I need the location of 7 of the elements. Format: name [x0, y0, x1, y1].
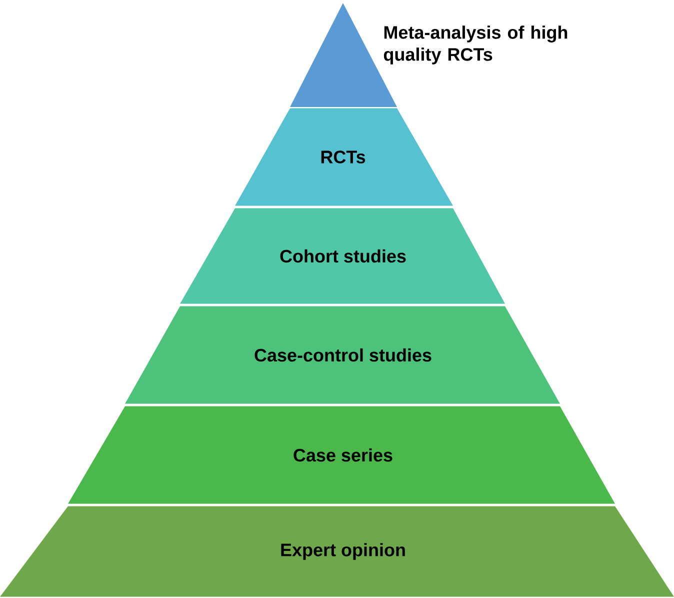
pyramid-band: Case series [68, 406, 615, 504]
node-label: Meta-analysis of high quality RCTs [384, 26, 568, 64]
pyramid-band: Expert opinion [0, 506, 674, 597]
pyramid-band: Cohort studies [180, 208, 505, 304]
pyramid-band: RCTs [235, 108, 453, 206]
pyramid-apex: Meta-analysis of high quality RCTs [290, 3, 568, 107]
pyramid-band: Case-control studies [125, 306, 560, 404]
